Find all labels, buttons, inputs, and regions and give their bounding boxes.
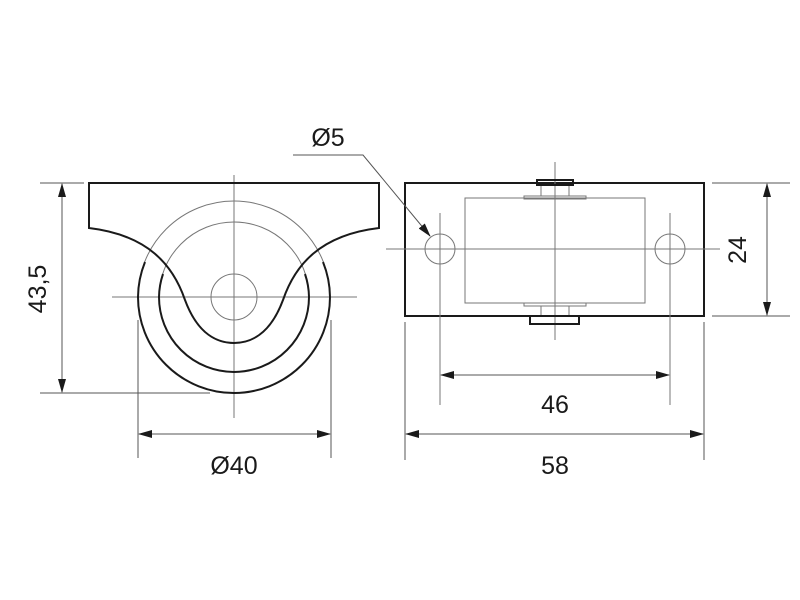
dimension-hole-diameter: Ø5 [293,124,431,237]
front-view [88,175,380,418]
wheel-inner-edge [158,273,310,373]
axle-cap-top [536,179,574,186]
dimension-label-plate-width: 24 [724,236,752,264]
top-view [386,162,720,405]
dimension-plate-length: 58 [404,322,705,480]
dimension-plate-width: 24 [712,182,790,317]
dimension-label-hole-diameter: Ø5 [311,124,344,152]
dimension-label-height: 43,5 [24,265,52,314]
dimension-height: 43,5 [24,182,210,394]
mount-hole-left [424,233,456,265]
wheel-outer-edge [137,261,331,394]
dimension-label-hole-spacing: 46 [541,391,569,419]
dimension-label-plate-length: 58 [541,452,569,480]
mount-hole-right [654,233,686,265]
dimension-wheel-diameter: Ø40 [137,320,332,480]
mounting-bracket [88,182,380,345]
axle-cap-bottom [529,315,580,325]
dimension-hole-spacing: 46 [440,371,670,419]
dimension-label-wheel-diameter: Ø40 [210,452,257,480]
hub-circle [210,273,258,321]
